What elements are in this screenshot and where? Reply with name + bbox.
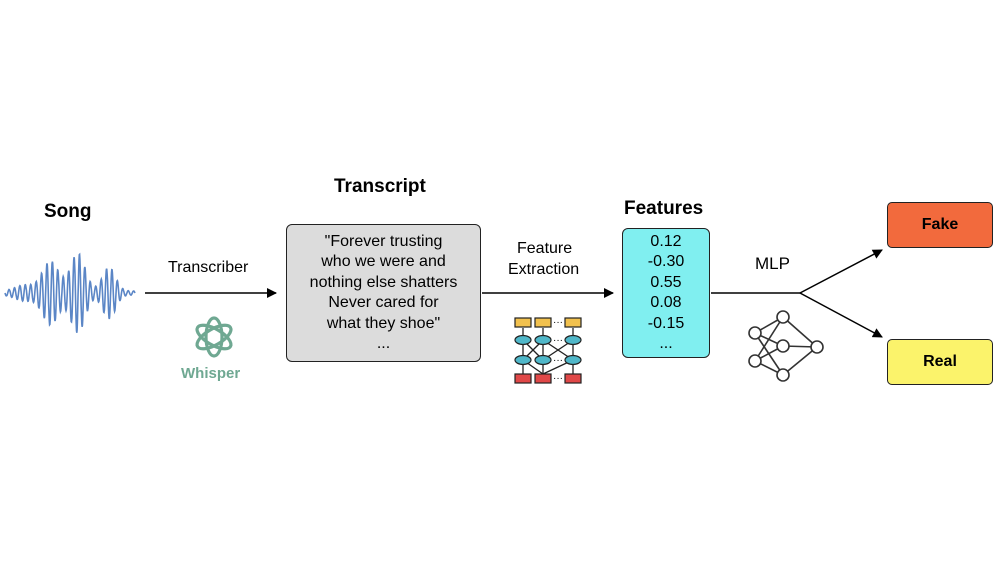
feature-value: 0.08 [650,294,682,311]
whisper-brand-label: Whisper [181,365,241,382]
mlp-node [748,326,762,340]
svg-text:···: ··· [553,317,563,328]
feature-extraction-label-line2: Extraction [508,261,580,278]
transcript-line: ... [376,335,391,352]
transcript-line: "Forever trusting [324,232,443,250]
transcript-box: "Forever trusting who we were and nothin… [286,224,481,362]
mlp-node [776,368,790,382]
mlp-connection [782,346,818,376]
fake-output-box: Fake [887,202,993,248]
neural-network-layers-icon: ··· ··· ··· ··· [514,317,582,384]
mlp-connection [754,316,784,362]
transcript-line: nothing else shatters [309,273,458,291]
mlp-label: MLP [755,254,790,273]
fake-label: Fake [921,216,959,233]
transcript-title: Transcript [334,176,426,197]
waveform-icon [4,252,136,333]
edge-mlp-to-real [799,292,883,338]
mlp-node [748,354,762,368]
edge-mlp-to-fake [799,249,883,294]
feature-value: ... [659,335,673,352]
transcript-line: who we were and [321,253,446,270]
real-label: Real [923,353,957,370]
transcriber-label: Transcriber [168,259,249,276]
transcript-line: what they shoe" [326,314,441,332]
feature-value: -0.15 [647,314,685,332]
transcript-line: Never cared for [328,294,439,311]
svg-text:···: ··· [553,373,563,384]
svg-text:···: ··· [553,335,563,346]
features-box: 0.12 -0.30 0.55 0.08 -0.15 ... [622,228,710,358]
mlp-node [810,340,824,354]
mlp-node [776,310,790,324]
feature-value: 0.12 [650,232,682,250]
feature-value: 0.55 [650,273,682,291]
real-output-box: Real [887,339,993,385]
mlp-connection [782,316,818,348]
features-title: Features [624,198,704,219]
openai-logo-icon [195,316,233,358]
feature-value: -0.30 [647,253,685,270]
song-title: Song [44,201,92,222]
svg-text:···: ··· [553,355,563,366]
feature-extraction-label-line1: Feature [517,240,573,257]
mlp-network-icon [748,310,824,382]
mlp-node [776,339,790,353]
